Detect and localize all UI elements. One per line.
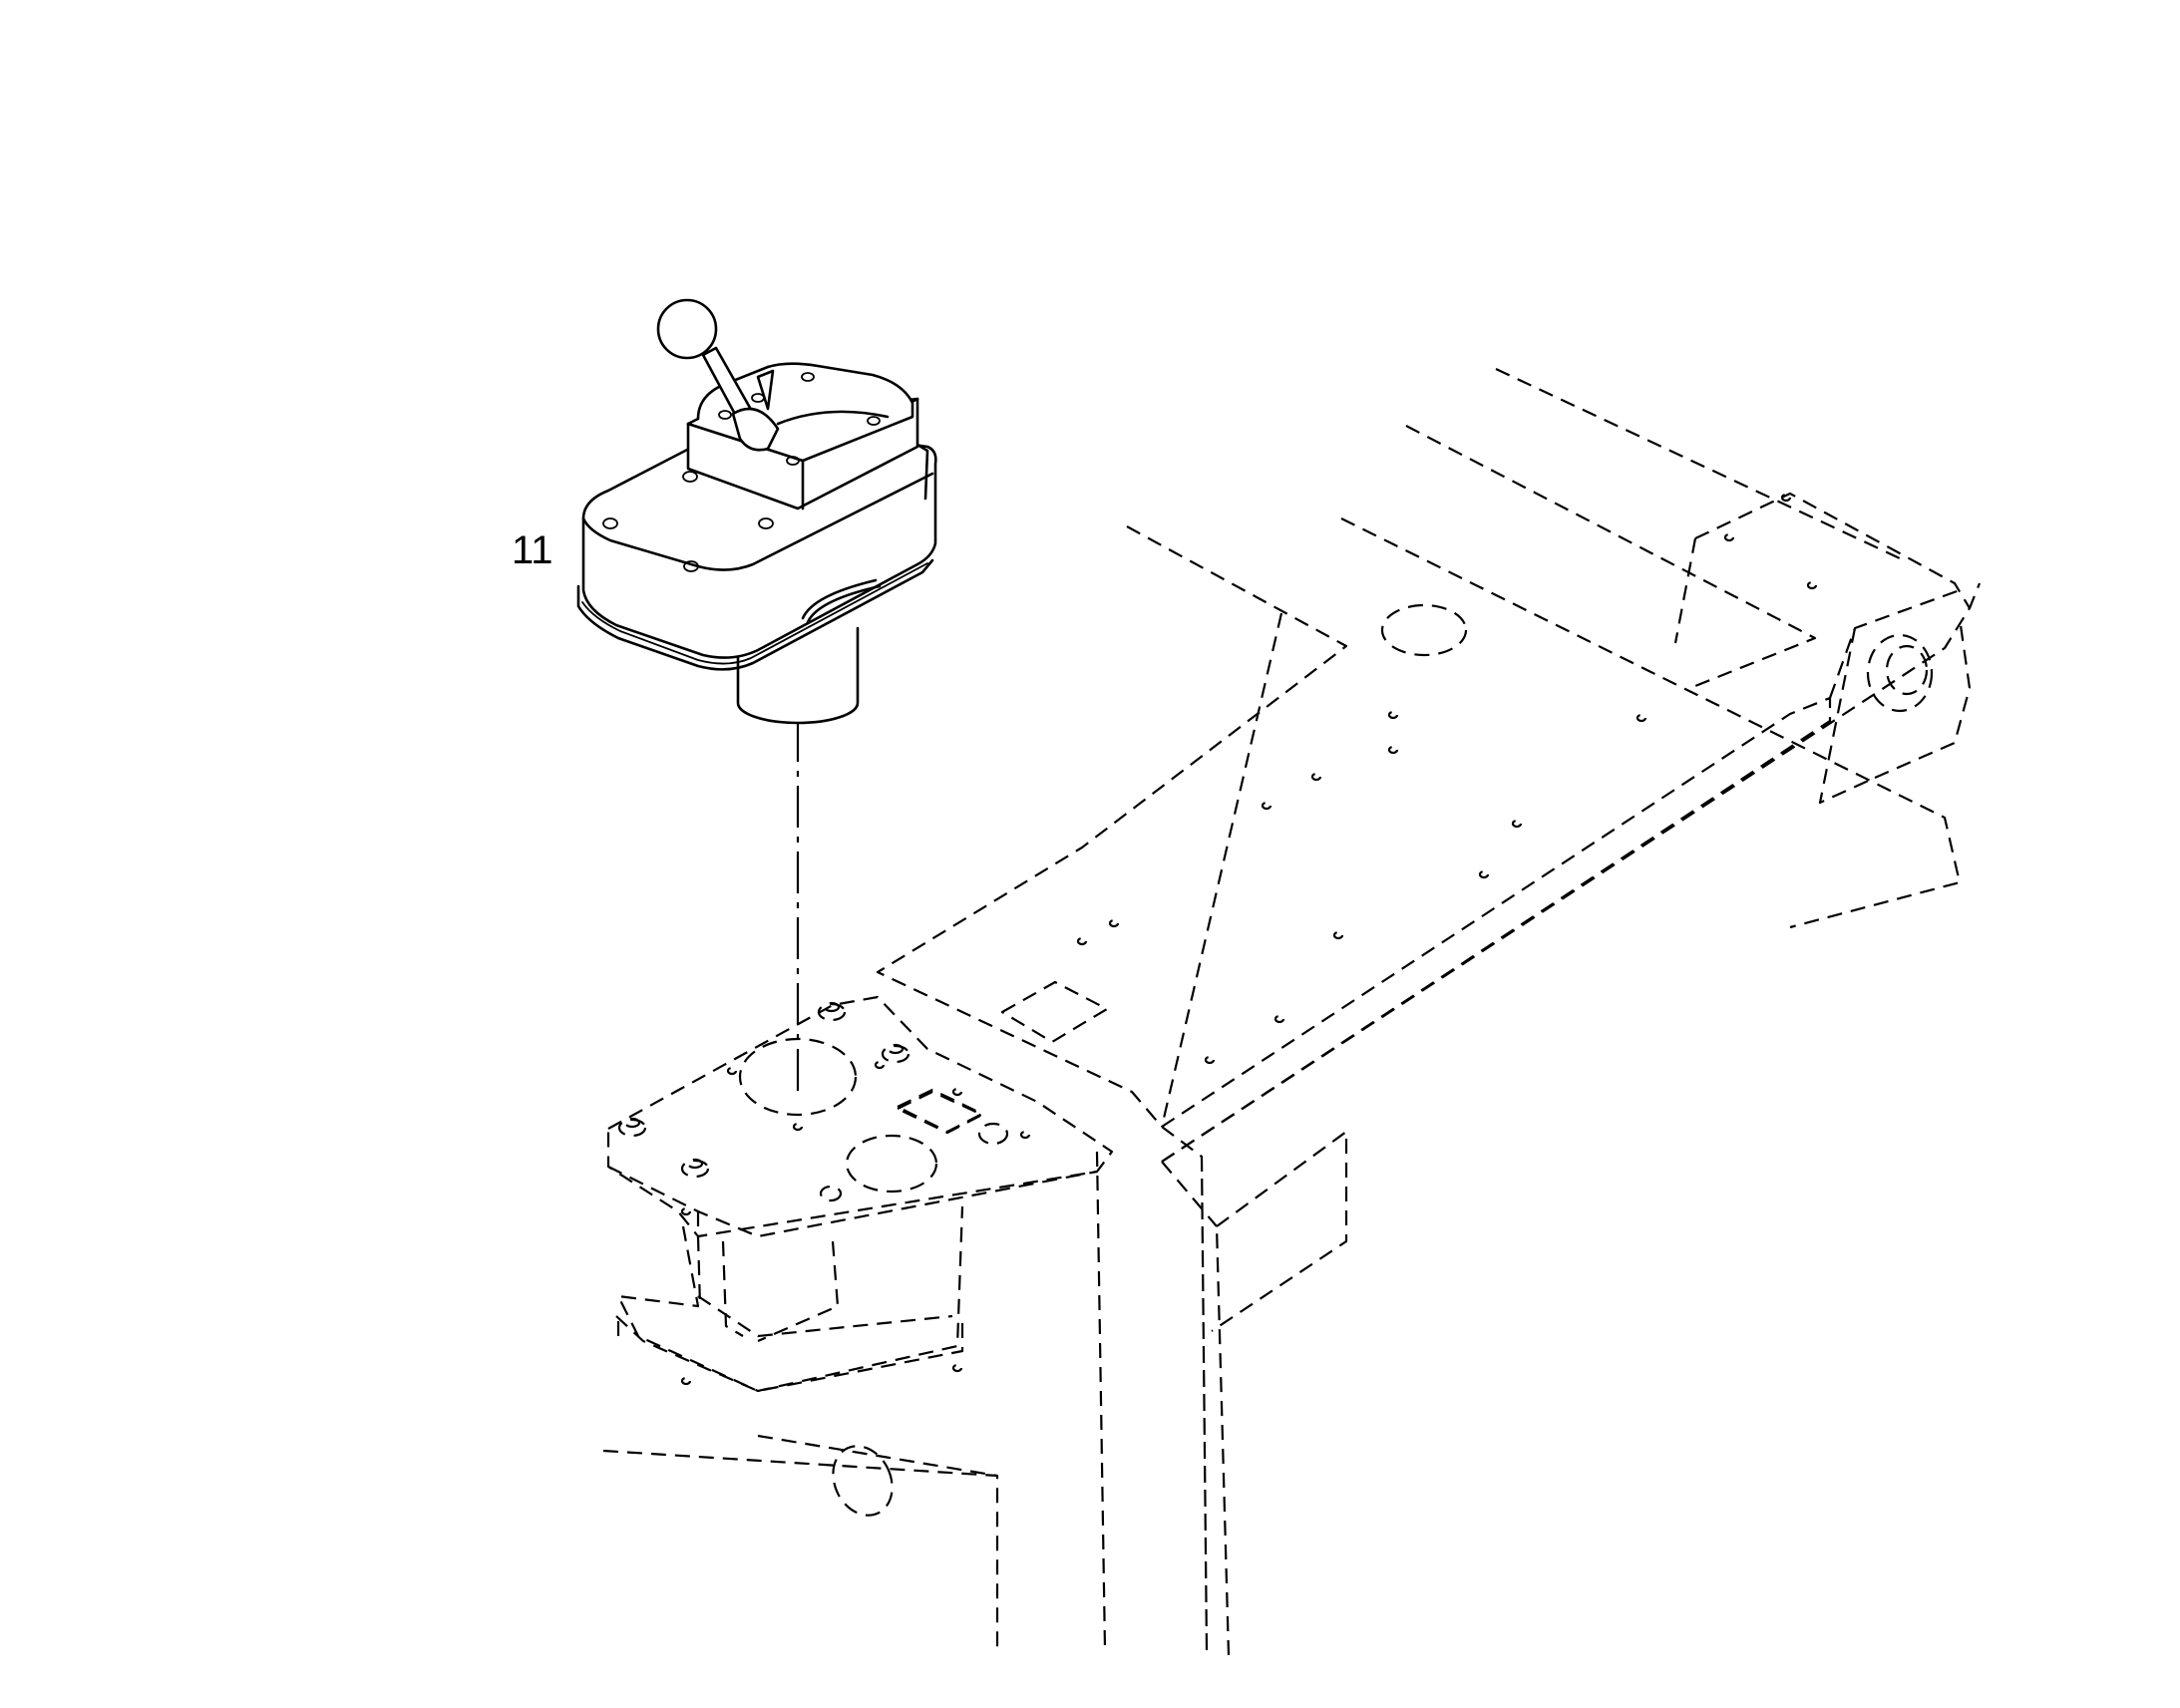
bracket-rect-slot — [896, 1088, 984, 1134]
bracket-small-hole-1 — [977, 1122, 1009, 1146]
control-lever-unit — [576, 298, 937, 725]
bracket-small-hole-7 — [680, 1376, 692, 1386]
part-callout-11: 11 — [512, 528, 553, 572]
boom-end-cap — [1673, 492, 1971, 805]
bracket-small-hole-2 — [819, 1185, 843, 1202]
boom-end-face — [1874, 617, 1972, 780]
boom-end-bore-inner — [1885, 644, 1929, 696]
lever-unit-spigot — [736, 626, 860, 725]
lever-knob — [656, 298, 718, 360]
bracket-small-hole-6 — [680, 1206, 692, 1216]
bracket-web — [616, 1205, 964, 1393]
bracket-small-hole-8 — [951, 1363, 963, 1373]
lever-unit-gate-arc — [756, 369, 890, 426]
lower-frame-bore — [832, 1445, 894, 1517]
cap-screw-1 — [817, 1001, 847, 1022]
boom-rear-dashed — [1161, 1126, 1348, 1651]
top-surface-bore — [1380, 603, 1468, 657]
lever-unit-screws — [602, 372, 881, 572]
bracket-small-hole-10 — [1019, 1130, 1031, 1140]
lever-unit-gasket — [576, 558, 934, 671]
bracket-small-hole-9 — [951, 1087, 963, 1097]
lever-unit-gasket-2 — [581, 562, 928, 665]
boom-top-surface — [1160, 368, 1962, 1128]
bracket-lower-flange — [615, 1315, 964, 1393]
rect-cutout-2 — [896, 1090, 984, 1135]
cap-screw-2 — [881, 1043, 910, 1064]
lever-unit-side-slot — [801, 578, 882, 624]
bracket-small-hole-3 — [726, 1066, 738, 1076]
bracket-small-hole-5 — [792, 1122, 804, 1132]
boom-side-edge — [1161, 696, 1832, 1163]
rect-cutout-1 — [1000, 980, 1109, 1044]
boom-end-bore — [1866, 633, 1934, 713]
chassis-frame — [602, 368, 1982, 1656]
cap-screw-4 — [680, 1158, 710, 1179]
bracket-second-bore — [845, 1134, 938, 1194]
lower-frame — [602, 1434, 999, 1650]
cap-screw-3 — [617, 1117, 647, 1138]
support-column — [1095, 1151, 1231, 1656]
bracket-web-inner — [696, 1235, 840, 1343]
mounting-bracket — [606, 995, 1114, 1393]
boom-lower-edge — [1161, 582, 1982, 1163]
lever-shaft-boot — [731, 407, 780, 452]
bracket-top-plate-thickness — [607, 1166, 1098, 1238]
boom-outer-edge — [876, 525, 1348, 1128]
bracket-small-hole-4 — [874, 1060, 886, 1070]
surface-holes — [1076, 493, 1818, 1065]
bracket-top-plate — [606, 995, 1114, 1238]
